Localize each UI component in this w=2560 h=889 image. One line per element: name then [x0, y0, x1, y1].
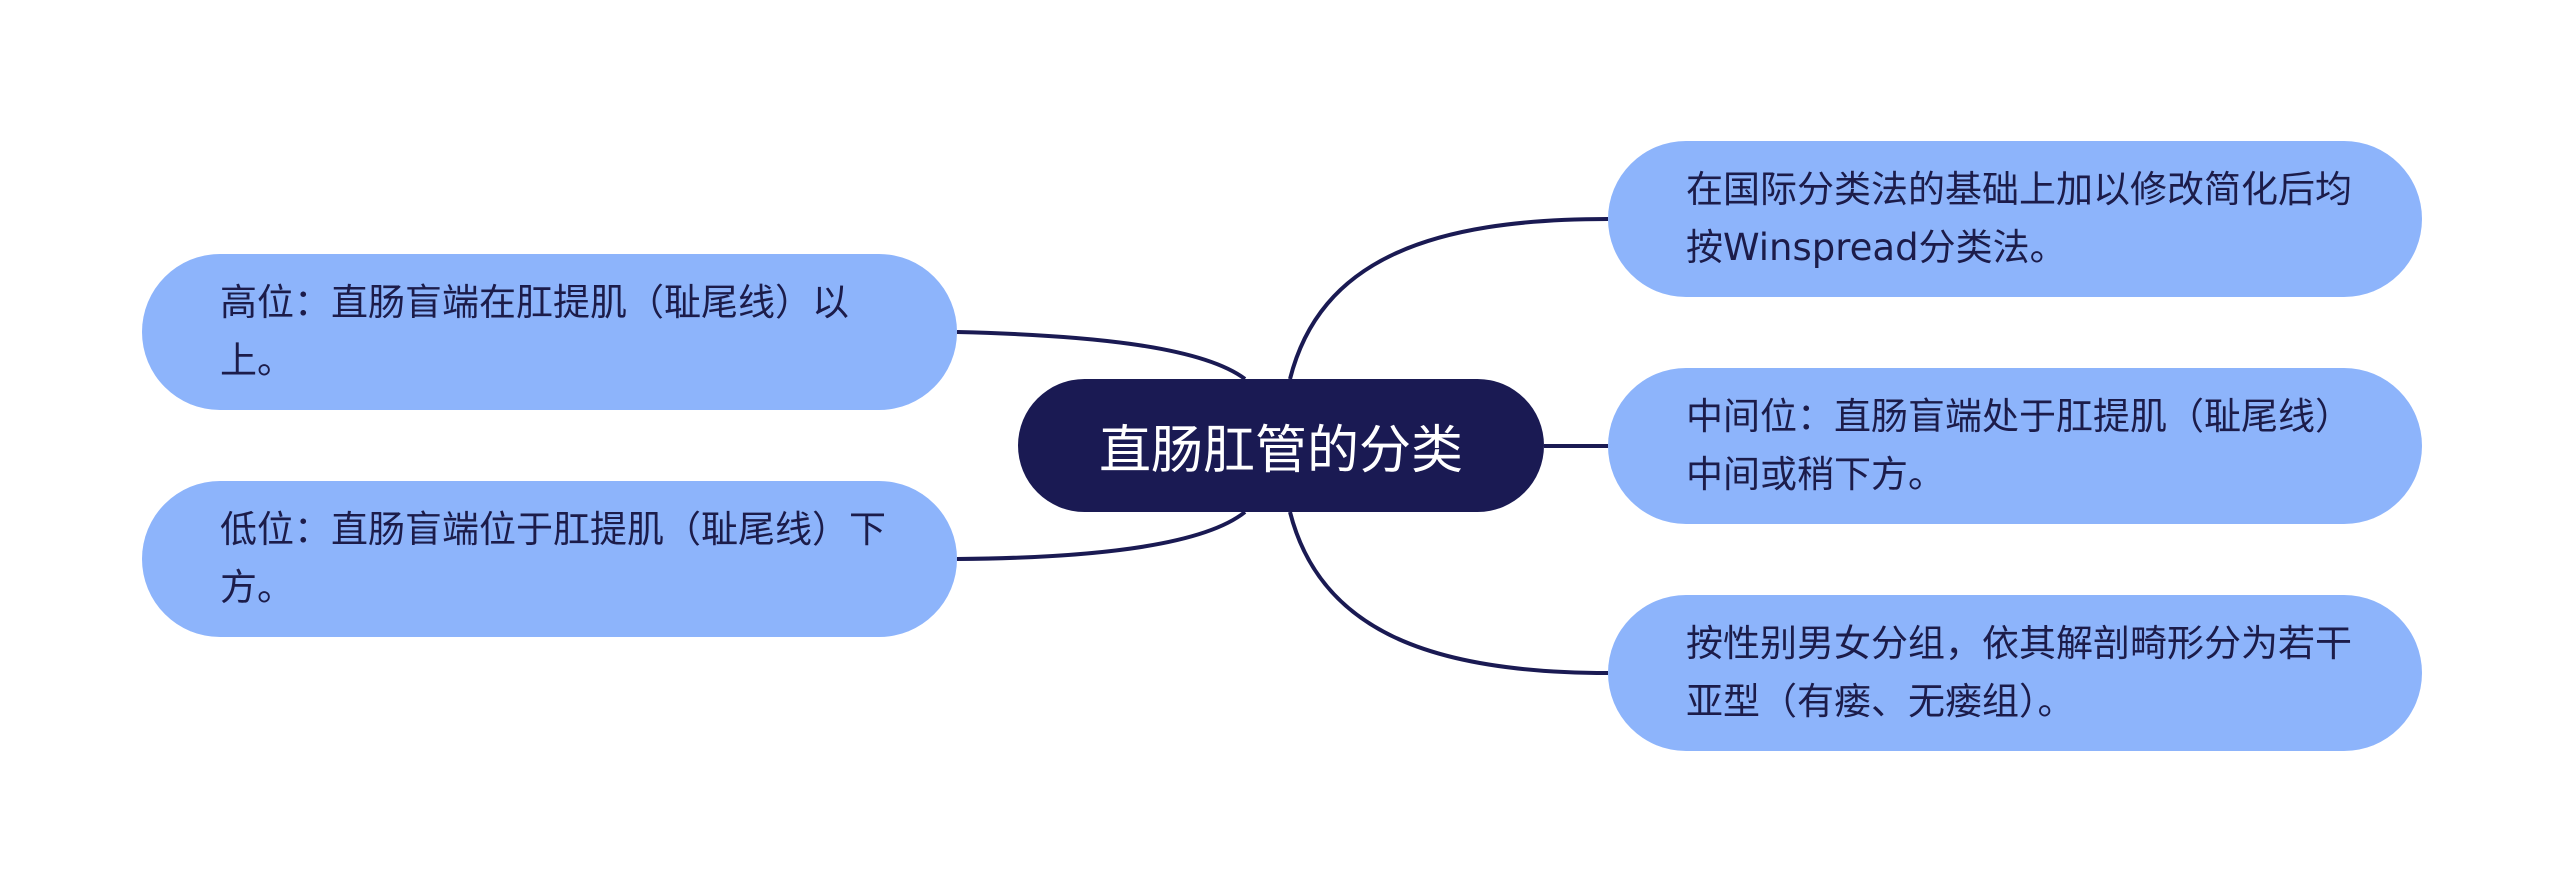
- branch-text: 低位：直肠盲端位于肛提肌（耻尾线）下方。: [220, 508, 886, 609]
- branch-text: 高位：直肠盲端在肛提肌（耻尾线）以上。: [220, 281, 849, 382]
- connector-right-3: [1288, 511, 1609, 675]
- connector-right-1: [1288, 217, 1609, 380]
- branch-text: 中间位：直肠盲端处于肛提肌（耻尾线）中间或稍下方。: [1686, 395, 2352, 496]
- connector-left-1: [956, 330, 1247, 381]
- branch-node-high[interactable]: 高位：直肠盲端在肛提肌（耻尾线）以上。: [142, 254, 957, 410]
- connector-left-2: [956, 510, 1247, 561]
- branch-node-middle[interactable]: 中间位：直肠盲端处于肛提肌（耻尾线）中间或稍下方。: [1608, 368, 2422, 524]
- mindmap-root-label: 直肠肛管的分类: [1098, 421, 1463, 481]
- branch-text: 在国际分类法的基础上加以修改简化后均按Winspread分类法。: [1686, 168, 2352, 269]
- branch-node-classification-method[interactable]: 在国际分类法的基础上加以修改简化后均按Winspread分类法。: [1608, 141, 2422, 297]
- branch-node-sex-grouping[interactable]: 按性别男女分组，依其解剖畸形分为若干亚型（有瘘、无瘘组）。: [1608, 595, 2422, 751]
- branch-text: 按性别男女分组，依其解剖畸形分为若干亚型（有瘘、无瘘组）。: [1686, 622, 2352, 723]
- branch-node-low[interactable]: 低位：直肠盲端位于肛提肌（耻尾线）下方。: [142, 481, 957, 637]
- mindmap-root-node[interactable]: 直肠肛管的分类: [1018, 379, 1544, 512]
